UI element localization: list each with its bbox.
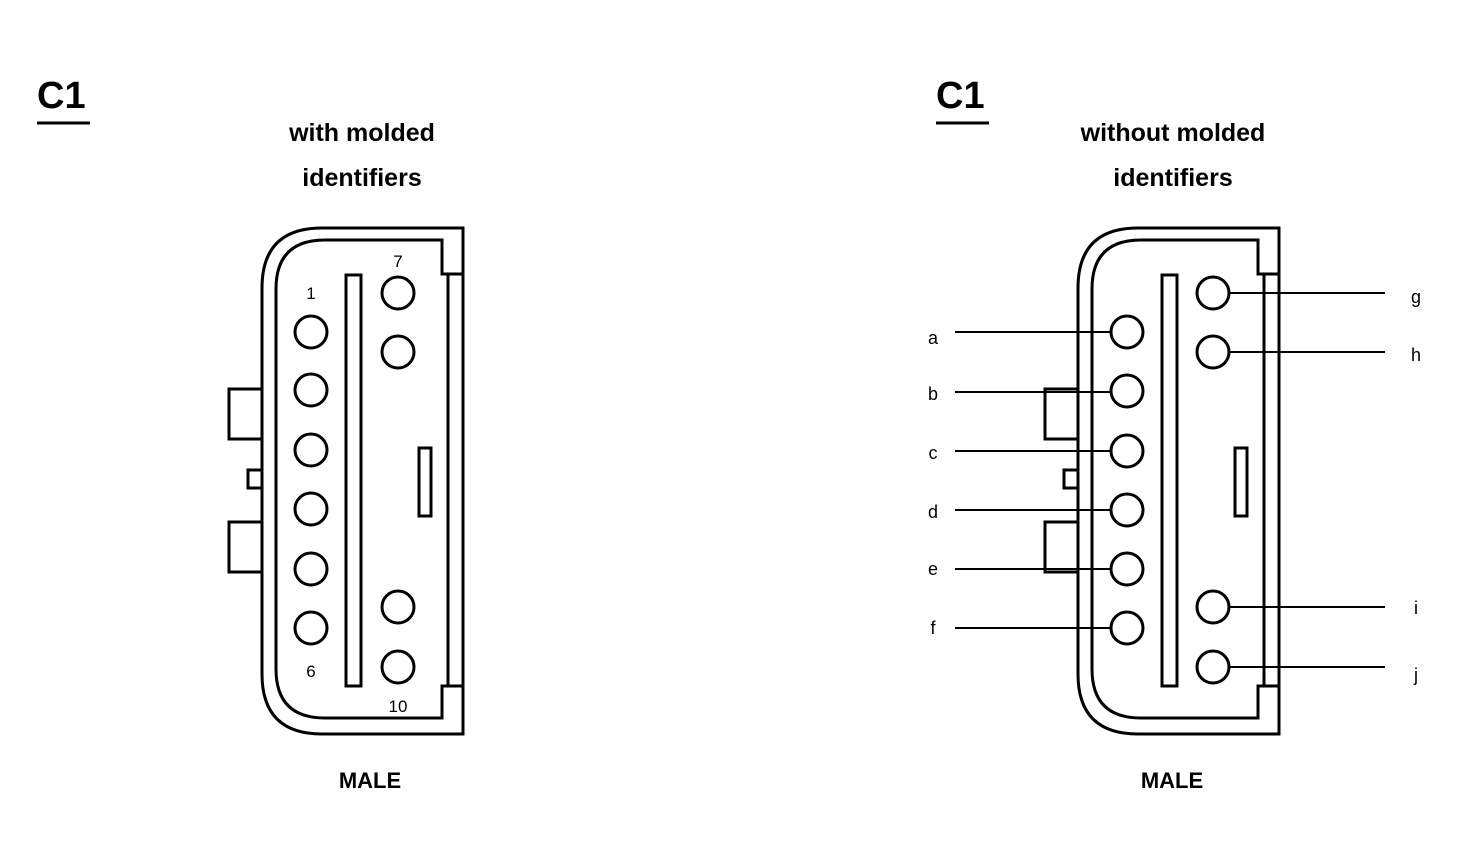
left-key-slot bbox=[344, 273, 363, 688]
left-subtitle-line1: with molded bbox=[288, 119, 435, 147]
right-connector-id: C1 bbox=[936, 75, 985, 117]
left-side-tab-lower bbox=[227, 520, 264, 574]
pin-number-1: 1 bbox=[306, 284, 315, 303]
pin-10 bbox=[380, 649, 416, 685]
pin-3 bbox=[293, 432, 329, 468]
right-side-tab-upper bbox=[1043, 387, 1080, 441]
left-gender-label: MALE bbox=[339, 768, 401, 793]
pin-4 bbox=[293, 491, 329, 527]
callout-label-b: b bbox=[928, 384, 938, 404]
pin-d bbox=[1109, 492, 1145, 528]
pin-7 bbox=[380, 275, 416, 311]
right-latch-tab bbox=[1233, 446, 1249, 518]
right-leader-lines-right bbox=[1230, 292, 1385, 668]
pin-1 bbox=[293, 314, 329, 350]
callout-label-j: j bbox=[1413, 665, 1418, 685]
right-pin-column-left bbox=[1109, 314, 1145, 646]
right-subtitle-line2: identifiers bbox=[1113, 164, 1232, 192]
pin-5 bbox=[293, 551, 329, 587]
right-connector-inner-wall bbox=[1090, 238, 1266, 720]
pin-b bbox=[1109, 373, 1145, 409]
left-pin-column-right bbox=[380, 275, 416, 685]
callout-label-e: e bbox=[928, 559, 938, 579]
pin-number-6: 6 bbox=[306, 662, 315, 681]
pin-6 bbox=[293, 610, 329, 646]
pin-e bbox=[1109, 551, 1145, 587]
pin-h bbox=[1195, 334, 1231, 370]
left-pin-column-left bbox=[293, 314, 329, 646]
right-callouts-left: a b c d e f bbox=[928, 328, 939, 638]
callout-label-c: c bbox=[929, 443, 938, 463]
left-side-tab-upper bbox=[227, 387, 264, 441]
callout-label-d: d bbox=[928, 502, 938, 522]
right-pin-column-right bbox=[1195, 275, 1231, 685]
callout-label-h: h bbox=[1411, 345, 1421, 365]
left-latch-tab bbox=[417, 446, 433, 518]
pin-number-7: 7 bbox=[393, 252, 402, 271]
callout-label-i: i bbox=[1414, 598, 1418, 618]
left-connector-panel: C1 with molded identifiers bbox=[37, 75, 465, 793]
callout-label-f: f bbox=[930, 618, 936, 638]
callout-label-a: a bbox=[928, 328, 939, 348]
pin-i bbox=[1195, 589, 1231, 625]
right-callouts-right: g h i j bbox=[1411, 287, 1421, 685]
callout-label-g: g bbox=[1411, 287, 1421, 307]
left-connector-housing bbox=[260, 226, 465, 736]
pin-f bbox=[1109, 610, 1145, 646]
pin-2 bbox=[293, 372, 329, 408]
pin-9 bbox=[380, 589, 416, 625]
left-connector-inner-wall bbox=[274, 238, 450, 720]
right-connector-housing bbox=[1076, 226, 1281, 736]
pin-g bbox=[1195, 275, 1231, 311]
pin-number-10: 10 bbox=[389, 697, 408, 716]
pin-8 bbox=[380, 334, 416, 370]
right-subtitle-line1: without molded bbox=[1080, 119, 1266, 147]
right-leader-lines-left bbox=[955, 331, 1111, 629]
right-key-slot bbox=[1160, 273, 1179, 688]
right-side-tab-small bbox=[1062, 468, 1080, 490]
right-connector-panel: C1 without molded identifiers bbox=[928, 75, 1421, 793]
pin-c bbox=[1109, 433, 1145, 469]
left-subtitle-line2: identifiers bbox=[302, 164, 421, 192]
left-connector-id: C1 bbox=[37, 75, 86, 117]
pin-j bbox=[1195, 649, 1231, 685]
pin-a bbox=[1109, 314, 1145, 350]
right-side-tab-lower bbox=[1043, 520, 1080, 574]
left-side-tab-small bbox=[246, 468, 264, 490]
right-gender-label: MALE bbox=[1141, 768, 1203, 793]
